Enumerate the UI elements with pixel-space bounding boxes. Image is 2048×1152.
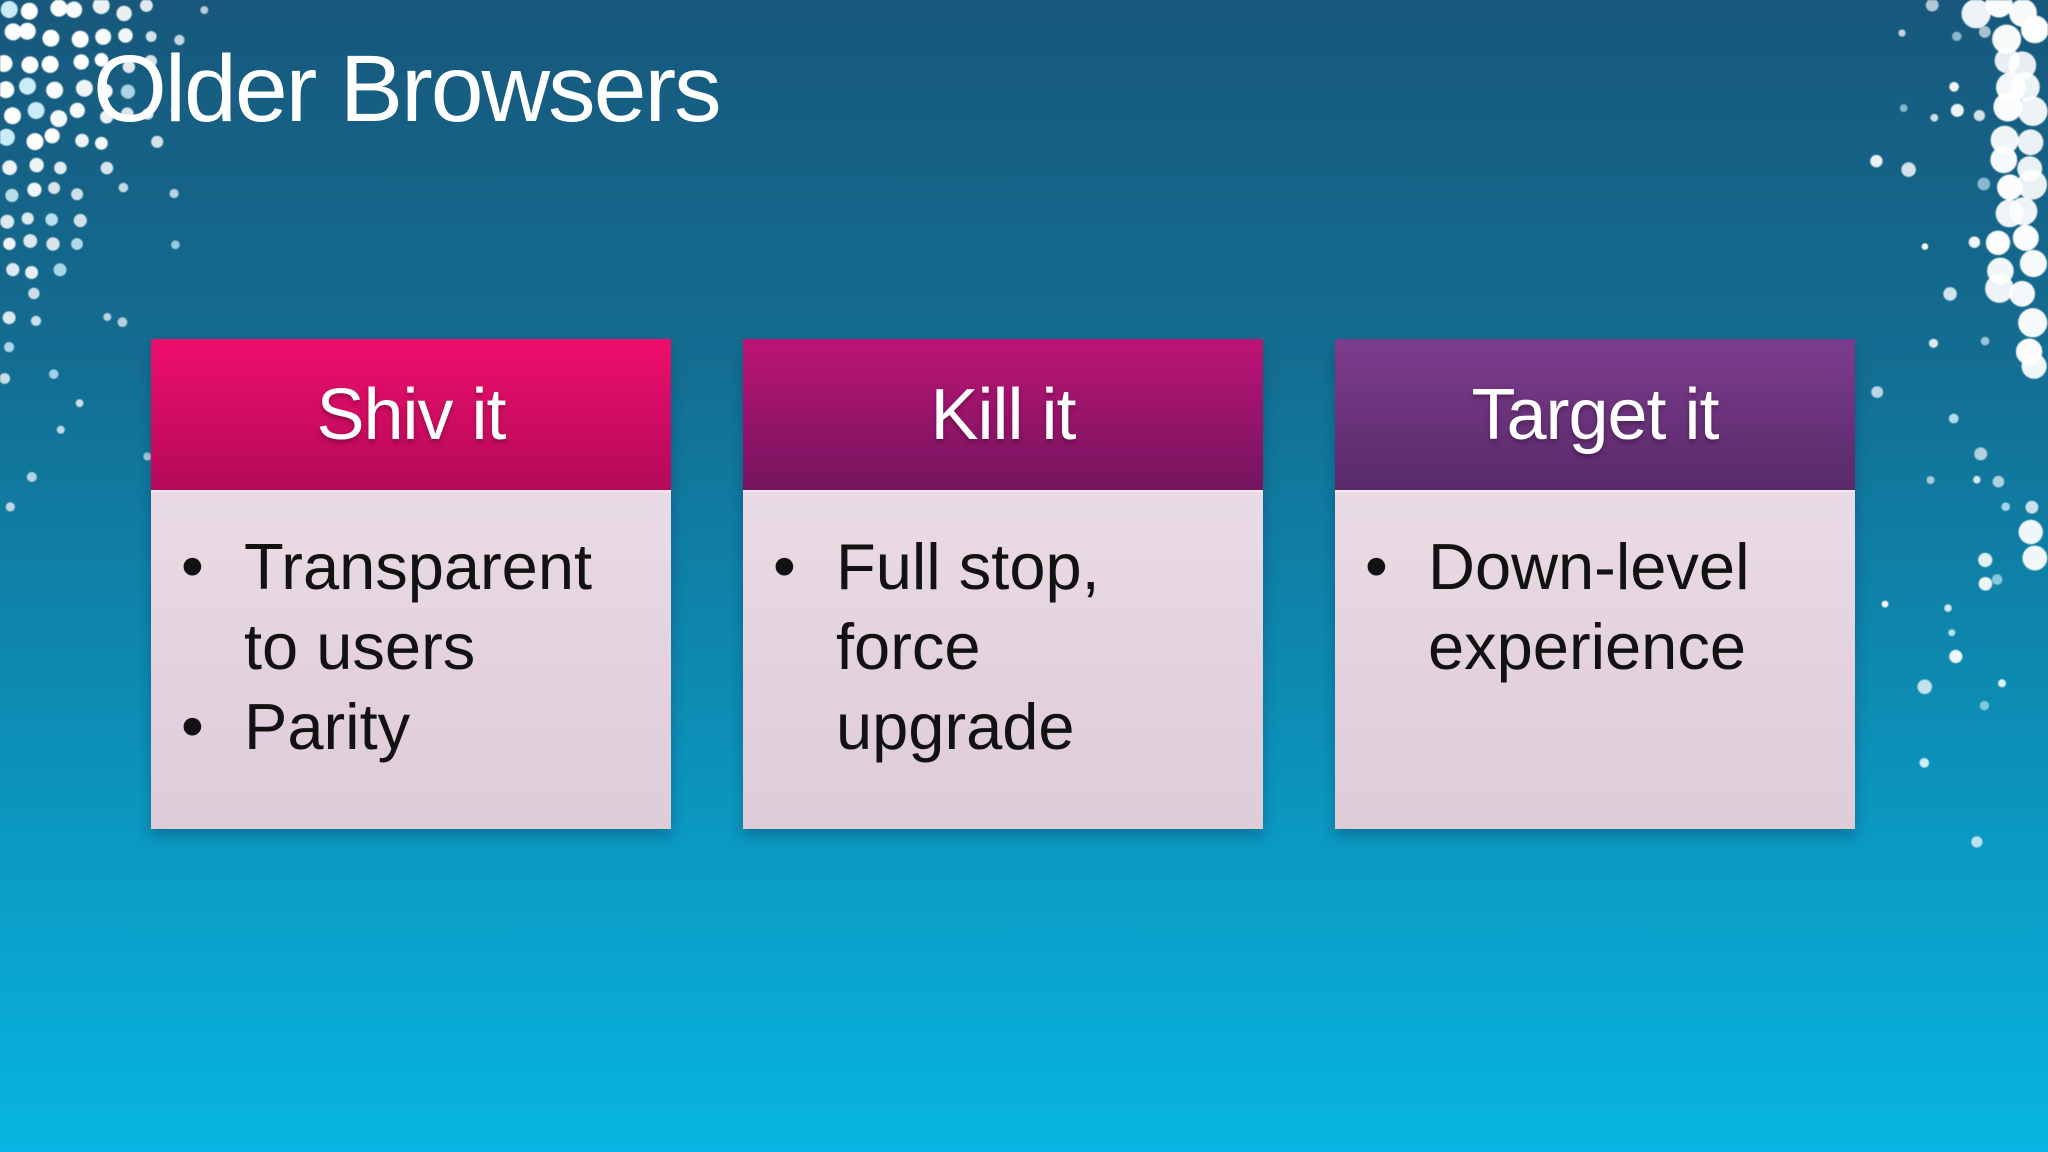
card-target-it-body: Down-level experience bbox=[1335, 490, 1855, 829]
card-kill-it-body: Full stop, force upgrade bbox=[743, 490, 1263, 829]
halftone-dots-right bbox=[1870, 0, 2048, 848]
card-target-it-header: Target it bbox=[1335, 339, 1855, 490]
bullet-item: Full stop, force upgrade bbox=[743, 526, 1223, 767]
card-target-it: Target it Down-level experience bbox=[1335, 339, 1855, 829]
slide-title: Older Browsers bbox=[93, 36, 722, 142]
bullet-list: Full stop, force upgrade bbox=[743, 492, 1263, 767]
bullet-item: Parity bbox=[151, 686, 631, 767]
card-shiv-it: Shiv it Transparent to users Parity bbox=[151, 339, 671, 829]
card-shiv-it-header: Shiv it bbox=[151, 339, 671, 490]
bullet-item: Transparent to users bbox=[151, 526, 631, 687]
card-target-it-title: Target it bbox=[1471, 374, 1719, 455]
cards-row: Shiv it Transparent to users Parity Kill… bbox=[151, 339, 1855, 829]
card-shiv-it-title: Shiv it bbox=[316, 374, 506, 455]
bullet-item: Down-level experience bbox=[1335, 526, 1815, 687]
card-shiv-it-body: Transparent to users Parity bbox=[151, 490, 671, 829]
bullet-list: Down-level experience bbox=[1335, 492, 1855, 687]
bullet-list: Transparent to users Parity bbox=[151, 492, 671, 767]
card-kill-it-title: Kill it bbox=[930, 374, 1076, 455]
card-kill-it: Kill it Full stop, force upgrade bbox=[743, 339, 1263, 829]
card-kill-it-header: Kill it bbox=[743, 339, 1263, 490]
